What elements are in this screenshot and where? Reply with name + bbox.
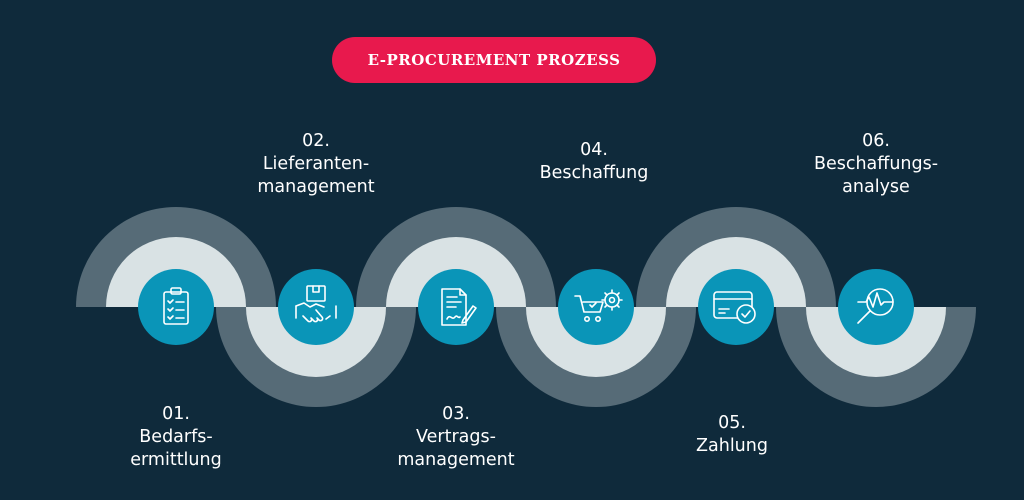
step-3-title-line1: Vertrags- <box>416 427 496 447</box>
cart-gear-icon <box>574 289 623 322</box>
step-2-title-line1: Lieferanten- <box>262 154 370 174</box>
step-5-icon-circle <box>698 269 774 345</box>
step-1-number: 01. <box>162 404 190 424</box>
step-1-label: 01. Bedarfs- ermittlung <box>66 403 286 472</box>
step-2-label: 02. Lieferanten- management <box>206 130 426 199</box>
title-badge: E-PROCUREMENT PROZESS <box>332 37 656 83</box>
step-3-number: 03. <box>442 404 470 424</box>
step-4-icon-circle <box>558 269 634 345</box>
step-1-title-line2: ermittlung <box>130 450 222 470</box>
step-2-number: 02. <box>302 131 330 151</box>
step-1-icon-circle <box>138 269 214 345</box>
step-6-icon-circle <box>838 269 914 345</box>
handshake-package-icon <box>295 285 337 323</box>
step-3-title-line2: management <box>397 450 515 470</box>
step-2-title-line2: management <box>257 177 375 197</box>
step-5-label: 05. Zahlung <box>622 412 842 458</box>
step-5-title-line1: Zahlung <box>696 436 768 456</box>
contract-signature-icon <box>441 288 477 326</box>
step-5-number: 05. <box>718 413 746 433</box>
step-6-label: 06. Beschaffungs- analyse <box>766 130 986 199</box>
step-2-icon-circle <box>278 269 354 345</box>
step-3-icon-circle <box>418 269 494 345</box>
step-6-title-line2: analyse <box>842 177 910 197</box>
step-1-title-line1: Bedarfs- <box>139 427 213 447</box>
step-6-number: 06. <box>862 131 890 151</box>
step-6-title-line1: Beschaffungs- <box>813 154 939 174</box>
step-4-number: 04. <box>580 140 608 160</box>
clipboard-checklist-icon <box>163 287 189 325</box>
step-4-label: 04. Beschaffung <box>484 139 704 185</box>
step-3-label: 03. Vertrags- management <box>346 403 566 472</box>
step-4-title-line1: Beschaffung <box>539 163 649 183</box>
credit-card-check-icon <box>713 291 756 324</box>
magnifier-analysis-icon <box>857 288 894 324</box>
